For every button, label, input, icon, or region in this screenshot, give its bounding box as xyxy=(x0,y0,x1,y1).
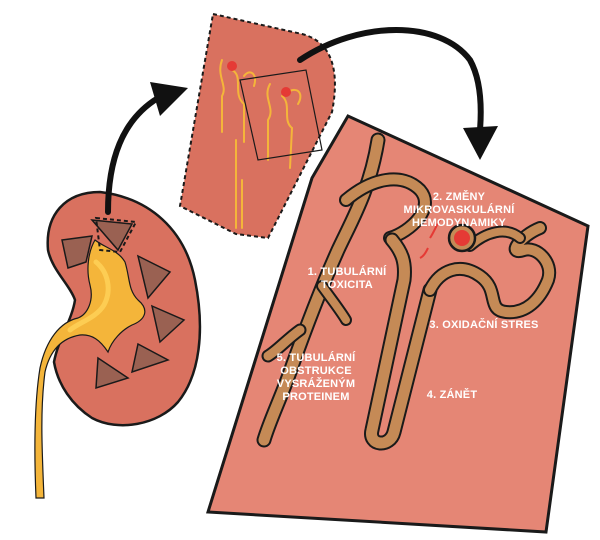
nephron-panel xyxy=(205,114,590,534)
mini-glomerulus xyxy=(281,87,291,97)
medulla-pyramid xyxy=(136,254,172,300)
zoom-box xyxy=(239,69,323,161)
label-tubular-toxicity: 1. TUBULÁRNÍ TOXICITA xyxy=(292,266,402,292)
medulla-pyramid xyxy=(61,235,93,269)
kidney-selection xyxy=(94,216,138,254)
label-inflammation: 4. ZÁNĚT xyxy=(412,389,492,402)
lobe-outline xyxy=(178,12,336,240)
label-obstruction: 5. TUBULÁRNÍ OBSTRUKCE VYSRÁŽENÝM PROTEI… xyxy=(256,352,376,404)
arrow-to-wedge xyxy=(105,82,188,215)
label-line: 3. OXIDAČNÍ STRES xyxy=(429,319,539,331)
label-line: PROTEINEM xyxy=(282,391,350,403)
glomerulus-capillaries xyxy=(454,230,470,246)
afferent-arteriole xyxy=(429,219,441,239)
label-line: OBSTRUKCE xyxy=(280,365,352,377)
label-line: MIKROVASKULÁRNÍ xyxy=(403,204,515,216)
label-line: HEMODYNAMIKY xyxy=(411,217,507,229)
label-line: VYSRÁŽENÝM xyxy=(276,378,356,390)
renal-pelvis xyxy=(34,239,146,499)
label-line: 5. TUBULÁRNÍ xyxy=(276,352,356,364)
arrow-to-panel xyxy=(297,27,498,160)
label-line: TOXICITA xyxy=(321,279,373,291)
label-line: 4. ZÁNĚT xyxy=(426,389,478,401)
label-hemodynamics: 2. ZMĚNY MIKROVASKULÁRNÍ HEMODYNAMIKY xyxy=(384,191,534,230)
medulla-pyramid xyxy=(150,304,186,344)
pelvis-highlight xyxy=(67,259,111,333)
medulla-pyramid xyxy=(90,219,134,252)
label-line: 2. ZMĚNY xyxy=(432,191,486,203)
mini-glomerulus xyxy=(227,61,237,71)
medulla-pyramid xyxy=(130,342,170,374)
efferent-arteriole xyxy=(419,247,429,259)
medulla-pyramid xyxy=(95,356,130,390)
label-line: 1. TUBULÁRNÍ xyxy=(307,266,387,278)
kidney xyxy=(34,190,202,499)
renal-lobe xyxy=(178,12,336,240)
label-oxidative-stress: 3. OXIDAČNÍ STRES xyxy=(414,319,554,332)
